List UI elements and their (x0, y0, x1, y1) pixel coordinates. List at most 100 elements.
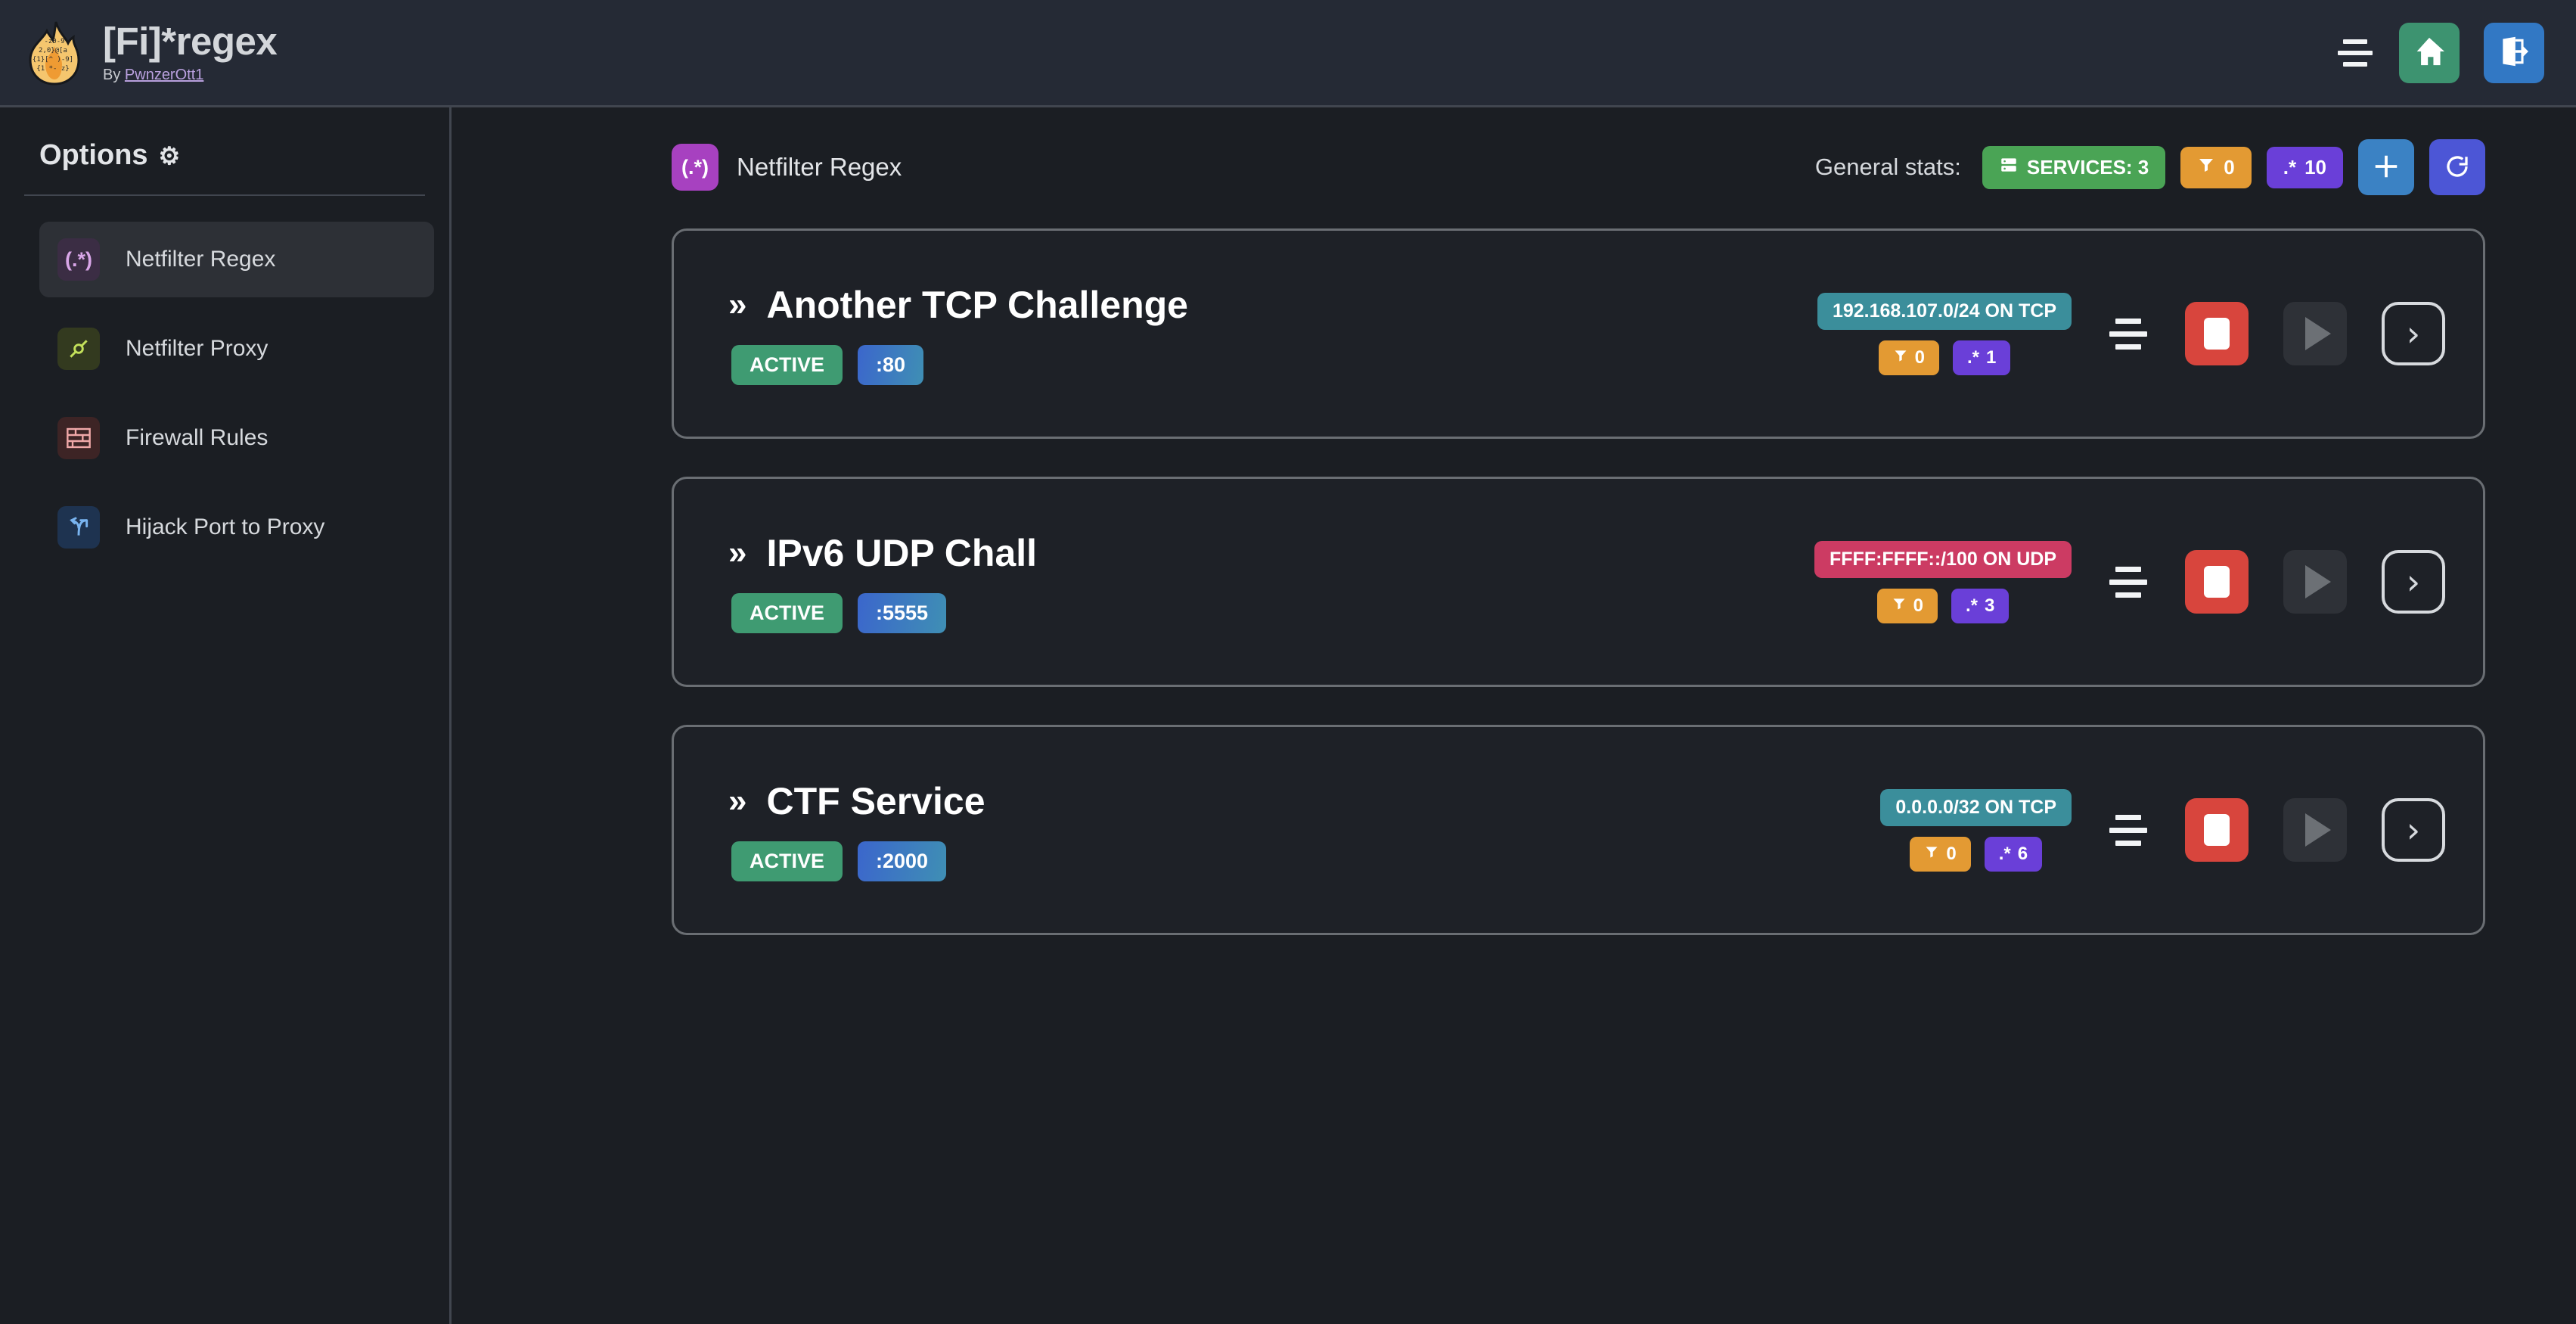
align-line (2109, 827, 2147, 833)
sidebar-item-firewall-rules[interactable]: Firewall Rules (39, 400, 434, 476)
double-chevron-icon: » (728, 285, 747, 323)
service-card[interactable]: » CTF Service ACTIVE :2000 0.0.0.0/32 ON… (672, 725, 2485, 935)
svg-text:{1 *- z}: {1 *- z} (36, 65, 69, 73)
port-badge: :2000 (858, 841, 947, 881)
network-info: FFFF:FFFF::/100 ON UDP 0 .* 3 (1814, 540, 2072, 623)
align-center-icon[interactable] (2106, 318, 2150, 350)
stop-button[interactable] (2185, 550, 2249, 614)
start-button[interactable] (2283, 798, 2347, 862)
service-info: » IPv6 UDP Chall ACTIVE :5555 (728, 531, 1037, 633)
filters-badge-label: 0 (2224, 155, 2235, 179)
logout-icon (2497, 35, 2531, 70)
app-title: [Fi]*regex (103, 20, 278, 64)
service-name: IPv6 UDP Chall (766, 531, 1038, 574)
author-link[interactable]: PwnzerOtt1 (124, 66, 204, 83)
service-actions: 0.0.0.0/32 ON TCP 0 .* 6 (1880, 788, 2445, 872)
refresh-button[interactable] (2429, 139, 2485, 195)
network-badge: 0.0.0.0/32 ON TCP (1880, 788, 2072, 826)
main-header: (.*) Netfilter Regex General stats: SERV… (454, 107, 2576, 195)
open-service-button[interactable]: › (2382, 550, 2445, 614)
regex-icon: (.*) (672, 144, 718, 191)
sidebar-item-hijack-port-to-proxy[interactable]: Hijack Port to Proxy (39, 490, 434, 565)
general-stats-label: General stats: (1814, 154, 1961, 180)
main-content: (.*) Netfilter Regex General stats: SERV… (454, 107, 2576, 1324)
filter-icon (2197, 156, 2215, 179)
sidebar-item-label: Netfilter Proxy (126, 336, 268, 361)
brand-text: [Fi]*regex By PwnzerOtt1 (103, 20, 278, 84)
start-button[interactable] (2283, 302, 2347, 365)
network-info: 0.0.0.0/32 ON TCP 0 .* 6 (1880, 788, 2072, 872)
service-title: » CTF Service (728, 779, 985, 823)
hamburger-icon[interactable] (2335, 36, 2375, 70)
service-name: CTF Service (766, 779, 985, 822)
plus-icon (2372, 152, 2401, 183)
filters-count: 0 (1914, 347, 1925, 368)
align-line (2115, 840, 2141, 846)
network-badge: 192.168.107.0/24 ON TCP (1817, 292, 2072, 330)
network-info: 192.168.107.0/24 ON TCP 0 .* 1 (1817, 292, 2072, 375)
service-tags: ACTIVE :2000 (728, 841, 985, 881)
align-line (2109, 331, 2147, 337)
regex-icon: (.*) (57, 238, 100, 281)
filters-count: 0 (1913, 595, 1923, 616)
by-prefix: By (103, 66, 125, 83)
hamburger-line (2343, 39, 2367, 44)
regex-count-badge: .* 3 (1951, 588, 2010, 623)
counters: 0 .* 3 (1876, 588, 2010, 623)
filters-count-badge: 0 (1878, 340, 1939, 375)
stop-button[interactable] (2185, 302, 2249, 365)
chevron-right-icon: › (2406, 313, 2421, 354)
service-card[interactable]: » IPv6 UDP Chall ACTIVE :5555 FFFF:FFFF:… (672, 477, 2485, 687)
refresh-icon (2444, 153, 2471, 182)
home-icon (2413, 36, 2446, 69)
svg-text:-z0-9: -z0-9 (44, 38, 64, 45)
filters-count-badge: 0 (1910, 836, 1971, 872)
service-card[interactable]: » Another TCP Challenge ACTIVE :80 192.1… (672, 228, 2485, 439)
stop-icon (2204, 814, 2230, 846)
sidebar-item-label: Hijack Port to Proxy (126, 514, 325, 539)
open-service-button[interactable]: › (2382, 302, 2445, 365)
regex-count: 1 (1985, 347, 1997, 368)
status-badge: ACTIVE (731, 841, 843, 881)
service-title: » IPv6 UDP Chall (728, 531, 1037, 575)
svg-text:2,0}@[a: 2,0}@[a (39, 47, 67, 54)
header-actions (2335, 22, 2576, 83)
add-service-button[interactable] (2358, 139, 2414, 195)
filters-count-badge: 0 (1876, 588, 1938, 623)
regex-badge-label: 10 (2304, 155, 2326, 179)
chevron-right-icon: › (2406, 810, 2421, 850)
start-button[interactable] (2283, 550, 2347, 614)
regex-count-badge: .* 1 (1952, 340, 2011, 375)
service-list: » Another TCP Challenge ACTIVE :80 192.1… (454, 195, 2576, 935)
regex-dot-star-icon: .* (2283, 155, 2297, 179)
regex-count: 6 (2017, 843, 2028, 864)
stop-button[interactable] (2185, 798, 2249, 862)
logout-button[interactable] (2484, 22, 2544, 83)
service-info: » Another TCP Challenge ACTIVE :80 (728, 283, 1188, 385)
service-actions: 192.168.107.0/24 ON TCP 0 .* 1 (1817, 292, 2445, 375)
port-badge: :80 (858, 344, 924, 385)
align-line (2115, 592, 2141, 598)
hamburger-line (2338, 50, 2373, 55)
home-button[interactable] (2399, 22, 2460, 83)
sidebar-title-label: Options (39, 139, 148, 171)
align-center-icon[interactable] (2106, 566, 2150, 598)
sidebar-item-netfilter-proxy[interactable]: Netfilter Proxy (39, 311, 434, 387)
filters-count: 0 (1946, 843, 1957, 864)
brick-wall-icon (57, 417, 100, 459)
align-line (2115, 343, 2141, 350)
stop-icon (2204, 318, 2230, 350)
filter-icon (1924, 844, 1939, 865)
open-service-button[interactable]: › (2382, 798, 2445, 862)
play-icon (2305, 813, 2331, 847)
stop-icon (2204, 566, 2230, 598)
sidebar-item-netfilter-regex[interactable]: (.*) Netfilter Regex (39, 222, 434, 297)
regex-dot-star-icon: .* (1966, 595, 1979, 616)
status-badge: ACTIVE (731, 344, 843, 385)
align-center-icon[interactable] (2106, 814, 2150, 846)
network-badge: FFFF:FFFF::/100 ON UDP (1814, 540, 2072, 578)
port-badge: :5555 (858, 592, 947, 633)
service-actions: FFFF:FFFF::/100 ON UDP 0 .* 3 (1814, 540, 2445, 623)
service-tags: ACTIVE :80 (728, 344, 1188, 385)
align-line (2109, 579, 2147, 585)
